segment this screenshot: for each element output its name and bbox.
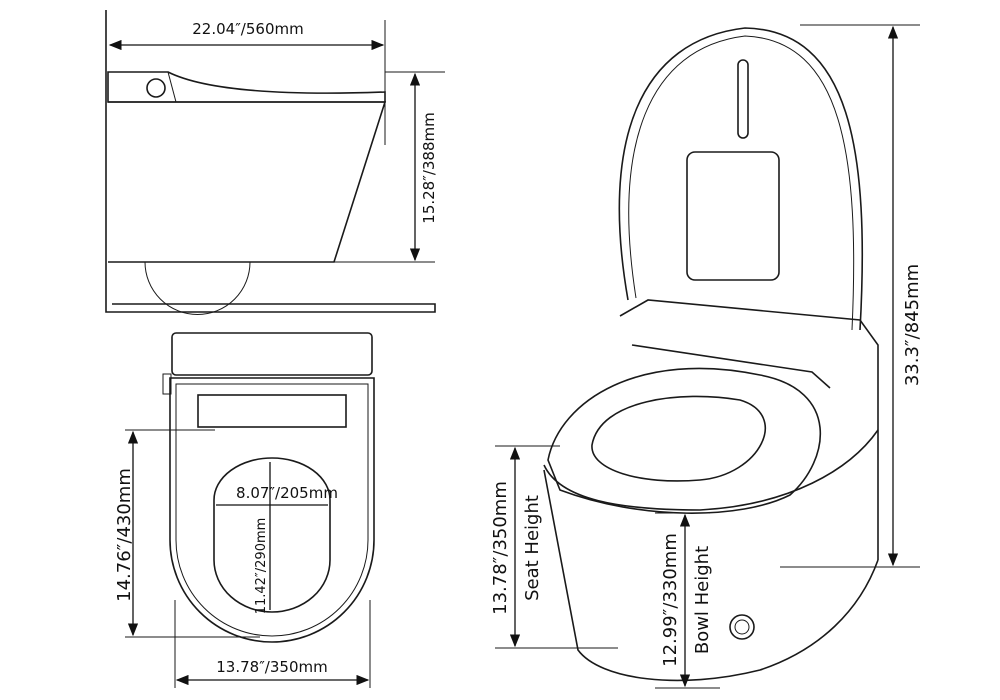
lid-outline <box>618 27 864 331</box>
perspective-view: 33.3″/845mm 13.78″/350mm Seat Height 12.… <box>490 24 923 689</box>
control-knob-icon <box>146 78 166 98</box>
tank-body <box>619 299 879 560</box>
tank-outline <box>171 332 373 376</box>
power-button-icon <box>729 614 755 640</box>
seat-opening <box>213 457 331 613</box>
seat-height-caption: Seat Height <box>522 495 543 601</box>
seat-opening-perspective <box>591 395 767 482</box>
lid-panel <box>686 151 780 281</box>
opening-length-label: 11.42″/290mm <box>254 518 269 615</box>
bowl-profile <box>108 101 387 263</box>
top-view: 8.07″/205mm 11.42″/290mm 14.76″/430mm 13… <box>114 332 375 688</box>
wall-and-floor <box>105 10 436 313</box>
seat-height-value: 13.78″/350mm <box>490 481 511 615</box>
bowl-height-value: 12.99″/330mm <box>660 533 681 667</box>
seat-profile <box>107 71 386 103</box>
seat-rim <box>547 367 822 514</box>
side-height-label: 15.28″/388mm <box>420 112 438 223</box>
control-panel <box>197 394 347 428</box>
opening-width-label: 8.07″/205mm <box>236 484 338 502</box>
side-view: 22.04″/560mm 15.28″/388mm <box>105 10 445 315</box>
bowl-height-caption: Bowl Height <box>692 546 713 654</box>
drain-outline <box>144 261 251 315</box>
seat-outline <box>169 377 375 643</box>
overall-height-label: 33.3″/845mm <box>902 264 923 386</box>
side-width-label: 22.04″/560mm <box>192 20 303 38</box>
overall-width-label: 13.78″/350mm <box>216 658 327 676</box>
bowl-body <box>543 469 879 682</box>
seat-length-label: 14.76″/430mm <box>114 468 135 602</box>
lid-slot <box>737 59 749 139</box>
